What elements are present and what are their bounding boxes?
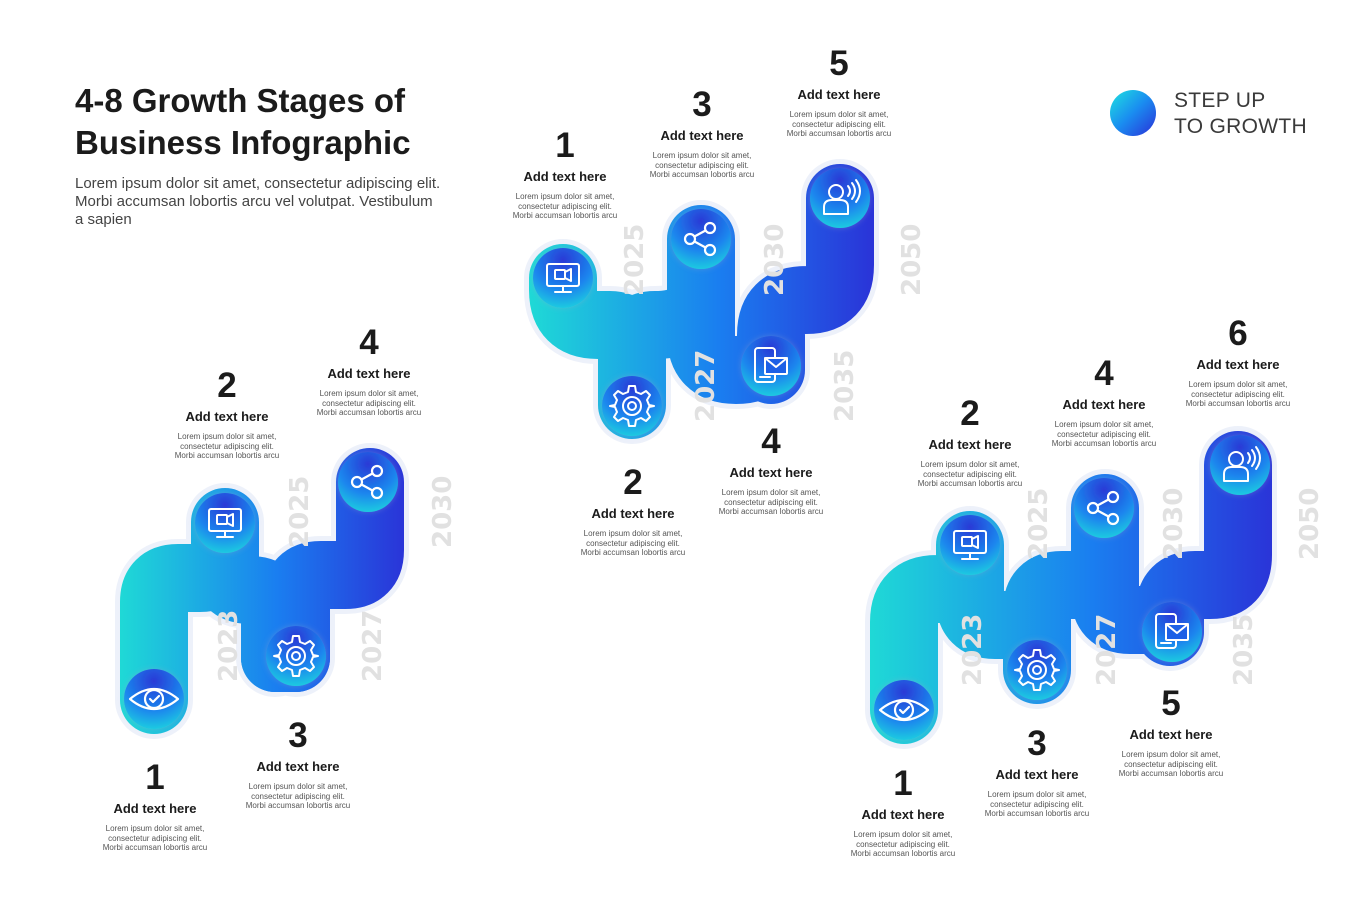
stage-number: 5 — [1161, 684, 1181, 723]
stage-number: 4 — [359, 323, 379, 362]
year-label: 2050 — [897, 224, 927, 296]
stage-number: 5 — [829, 44, 849, 83]
stage-block: 1 Add text here Lorem ipsum dolor sit am… — [490, 126, 640, 221]
stage-block: 2 Add text here Lorem ipsum dolor sit am… — [558, 463, 708, 558]
brand-text: STEP UP TO GROWTH — [1174, 88, 1307, 140]
stage-block: 5 Add text here Lorem ipsum dolor sit am… — [764, 44, 914, 139]
stage-label: Add text here — [113, 801, 197, 816]
six-stage-diagram: 2023 2025 2027 2030 2035 2050 — [865, 426, 1325, 749]
stage-block: 1 Add text here Lorem ipsum dolor sit am… — [828, 764, 978, 859]
stage-description: Lorem ipsum dolor sit amet, consectetur … — [649, 151, 755, 179]
year-label: 2030 — [1159, 488, 1189, 560]
title-line-2: Business Infographic — [75, 124, 411, 161]
stage-number: 4 — [1094, 354, 1114, 393]
stage-description: Lorem ipsum dolor sit amet, consectetur … — [850, 830, 956, 858]
stage-block: 5 Add text here Lorem ipsum dolor sit am… — [1096, 684, 1246, 779]
year-label: 2025 — [285, 476, 315, 548]
stage-label: Add text here — [729, 465, 813, 480]
stage-block: 1 Add text here Lorem ipsum dolor sit am… — [80, 758, 230, 853]
year-label: 2025 — [1024, 488, 1054, 560]
year-label: 2035 — [1229, 614, 1259, 686]
stage-number: 1 — [145, 758, 165, 797]
stage-1-badge — [124, 669, 184, 729]
brand-line-2: TO GROWTH — [1174, 115, 1307, 138]
stage-number: 1 — [893, 764, 913, 803]
stage-description: Lorem ipsum dolor sit amet, consectetur … — [512, 192, 618, 220]
stage-label: Add text here — [995, 767, 1079, 782]
page-subtitle: Lorem ipsum dolor sit amet, consectetur … — [75, 175, 441, 228]
stage-label: Add text here — [591, 506, 675, 521]
stage-number: 6 — [1228, 314, 1248, 353]
stage-number: 2 — [960, 394, 980, 433]
stage-label: Add text here — [928, 437, 1012, 452]
year-label: 2025 — [620, 224, 650, 296]
stage-label: Add text here — [523, 169, 607, 184]
stage-description: Lorem ipsum dolor sit amet, consectetur … — [1051, 420, 1157, 448]
stage-description: Lorem ipsum dolor sit amet, consectetur … — [245, 782, 351, 810]
year-label: 2027 — [358, 610, 388, 682]
stage-block: 2 Add text here Lorem ipsum dolor sit am… — [152, 366, 302, 461]
stage-description: Lorem ipsum dolor sit amet, consectetur … — [917, 460, 1023, 488]
stage-description: Lorem ipsum dolor sit amet, consectetur … — [174, 432, 280, 460]
stage-block: 4 Add text here Lorem ipsum dolor sit am… — [1029, 354, 1179, 449]
year-label: 2027 — [1092, 614, 1122, 686]
page-title: 4-8 Growth Stages of Business Infographi… — [75, 80, 495, 164]
stage-description: Lorem ipsum dolor sit amet, consectetur … — [1185, 380, 1291, 408]
brand-dot — [1110, 90, 1156, 136]
stage-description: Lorem ipsum dolor sit amet, consectetur … — [718, 488, 824, 516]
stage-3-badge — [671, 209, 731, 269]
stage-label: Add text here — [1196, 357, 1280, 372]
year-label: 2030 — [428, 476, 458, 548]
year-label: 2023 — [214, 610, 244, 682]
stage-description: Lorem ipsum dolor sit amet, consectetur … — [316, 389, 422, 417]
stage-label: Add text here — [256, 759, 340, 774]
stage-label: Add text here — [660, 128, 744, 143]
stage-number: 4 — [761, 422, 781, 461]
stage-number: 2 — [217, 366, 237, 405]
stage-label: Add text here — [797, 87, 881, 102]
stage-4-badge — [1074, 478, 1134, 538]
five-stage-diagram: 2025 2027 2030 2035 2050 — [524, 159, 927, 444]
stage-number: 3 — [692, 85, 712, 124]
stage-block: 4 Add text here Lorem ipsum dolor sit am… — [294, 323, 444, 418]
stage-description: Lorem ipsum dolor sit amet, consectetur … — [984, 790, 1090, 818]
stage-4-badge — [338, 452, 398, 512]
stage-number: 2 — [623, 463, 643, 502]
stage-number: 3 — [288, 716, 308, 755]
year-label: 2050 — [1295, 488, 1325, 560]
stage-label: Add text here — [327, 366, 411, 381]
stage-block: 3 Add text here Lorem ipsum dolor sit am… — [962, 724, 1112, 819]
stage-block: 4 Add text here Lorem ipsum dolor sit am… — [696, 422, 846, 517]
year-label: 2023 — [958, 614, 988, 686]
stage-label: Add text here — [861, 807, 945, 822]
stage-label: Add text here — [1129, 727, 1213, 742]
four-stage-diagram: 2023 2025 2027 2030 — [115, 443, 458, 739]
stage-description: Lorem ipsum dolor sit amet, consectetur … — [786, 110, 892, 138]
stage-description: Lorem ipsum dolor sit amet, consectetur … — [1118, 750, 1224, 778]
stage-label: Add text here — [1062, 397, 1146, 412]
year-label: 2027 — [691, 350, 721, 422]
stage-block: 2 Add text here Lorem ipsum dolor sit am… — [895, 394, 1045, 489]
stage-description: Lorem ipsum dolor sit amet, consectetur … — [580, 529, 686, 557]
year-label: 2035 — [830, 350, 860, 422]
stage-block: 6 Add text here Lorem ipsum dolor sit am… — [1163, 314, 1313, 409]
stage-description: Lorem ipsum dolor sit amet, consectetur … — [102, 824, 208, 852]
stage-number: 3 — [1027, 724, 1047, 763]
brand-line-1: STEP UP — [1174, 89, 1266, 112]
stage-block: 3 Add text here Lorem ipsum dolor sit am… — [627, 85, 777, 180]
title-line-1: 4-8 Growth Stages of — [75, 82, 406, 119]
stage-number: 1 — [555, 126, 575, 165]
stage-1-badge — [874, 680, 934, 740]
year-label: 2030 — [760, 224, 790, 296]
stage-block: 3 Add text here Lorem ipsum dolor sit am… — [223, 716, 373, 811]
stage-label: Add text here — [185, 409, 269, 424]
